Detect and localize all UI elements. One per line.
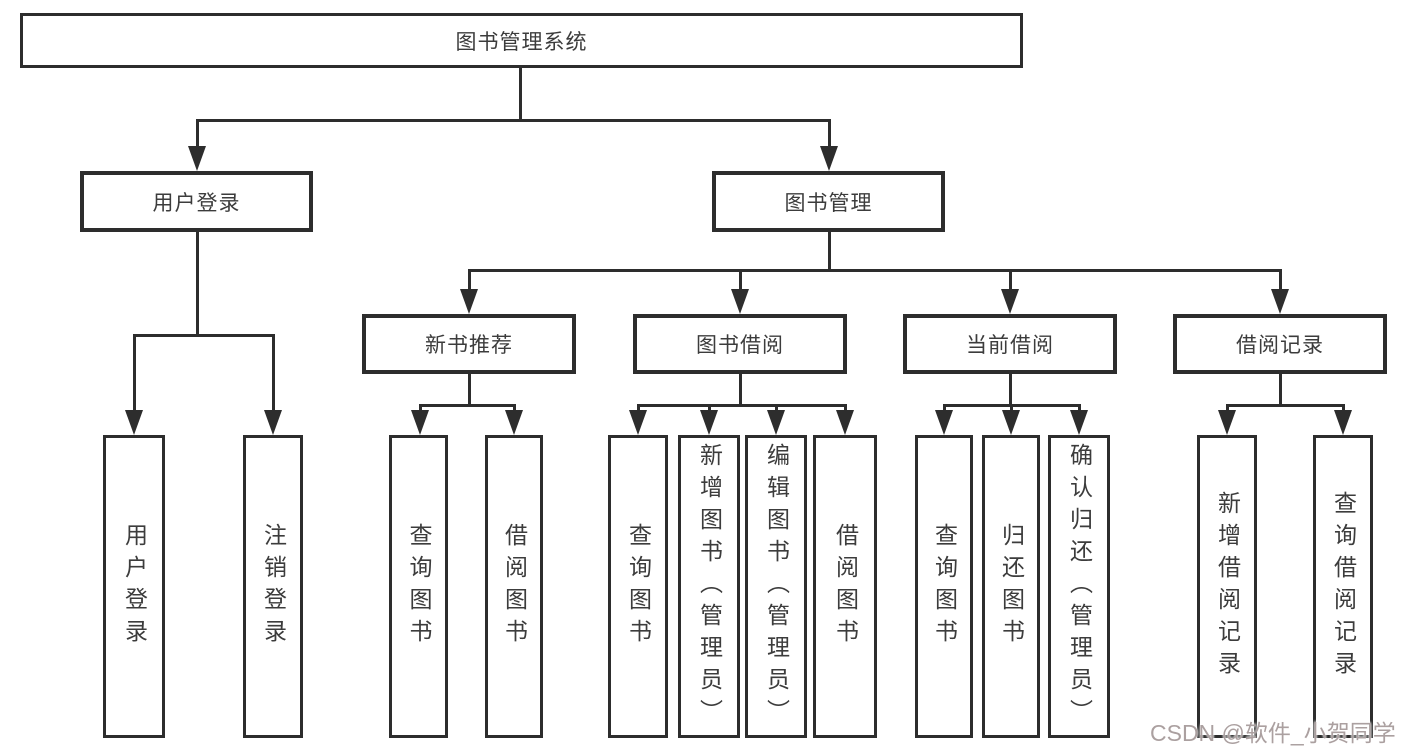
- leaf-bb-borrow-books: 借阅图书: [813, 435, 877, 738]
- connector-vline: [133, 334, 136, 414]
- leaf-cb-confirm-return-admin: 确认归还（管理员）: [1048, 435, 1110, 738]
- node-label: 图书借阅: [696, 334, 784, 357]
- node-book-management: 图书管理: [712, 171, 945, 232]
- node-label: 新增图书（管理员）: [696, 442, 723, 731]
- node-label: 图书管理: [784, 191, 873, 215]
- node-label: 查询图书: [625, 522, 652, 651]
- connector-vline: [1009, 269, 1012, 294]
- connector-hline: [1226, 404, 1345, 407]
- arrow-down-icon: [935, 410, 953, 435]
- connector-hline: [133, 334, 275, 337]
- connector-vline: [844, 404, 847, 414]
- node-label: 新书推荐: [425, 334, 513, 357]
- leaf-br-add-record: 新增借阅记录: [1197, 435, 1257, 738]
- arrow-down-icon: [1070, 410, 1088, 435]
- arrow-down-icon: [264, 410, 282, 435]
- connector-vline: [739, 269, 742, 294]
- connector-vline: [943, 404, 946, 414]
- node-book-borrow: 图书借阅: [633, 314, 847, 374]
- connector-vline: [1279, 269, 1282, 294]
- node-label: 确认归还（管理员）: [1066, 442, 1093, 731]
- connector-vline: [513, 404, 516, 414]
- leaf-bb-edit-books-admin: 编辑图书（管理员）: [745, 435, 807, 738]
- connector-vline: [775, 404, 778, 414]
- node-label: 借阅图书: [832, 522, 859, 651]
- connector-vline: [468, 269, 471, 294]
- node-label: 当前借阅: [966, 334, 1054, 357]
- node-label: 新增借阅记录: [1214, 490, 1241, 683]
- arrow-down-icon: [188, 146, 206, 171]
- leaf-nbr-borrow-books: 借阅图书: [485, 435, 543, 738]
- leaf-br-query-record: 查询借阅记录: [1313, 435, 1373, 738]
- arrow-down-icon: [1271, 289, 1289, 314]
- connector-vline: [1010, 404, 1013, 414]
- node-current-borrow: 当前借阅: [903, 314, 1117, 374]
- connector-vline: [739, 374, 742, 407]
- connector-vline: [196, 232, 199, 336]
- node-label: 查询图书: [931, 522, 958, 651]
- leaf-bb-add-books-admin: 新增图书（管理员）: [678, 435, 740, 738]
- leaf-logout: 注销登录: [243, 435, 303, 738]
- connector-vline: [1226, 404, 1229, 414]
- node-label: 查询图书: [406, 522, 432, 651]
- arrow-down-icon: [1218, 410, 1236, 435]
- arrow-down-icon: [125, 410, 143, 435]
- node-label: 注销登录: [260, 522, 287, 651]
- leaf-bb-query-books: 查询图书: [608, 435, 668, 738]
- arrow-down-icon: [1002, 410, 1020, 435]
- leaf-user-login: 用户登录: [103, 435, 165, 738]
- watermark: CSDN @软件_小贺同学: [1150, 720, 1396, 746]
- arrow-down-icon: [629, 410, 647, 435]
- connector-vline: [1078, 404, 1081, 414]
- connector-vline: [468, 374, 471, 407]
- node-new-book-recommend: 新书推荐: [362, 314, 576, 374]
- node-borrow-records: 借阅记录: [1173, 314, 1387, 374]
- node-label: 图书管理系统: [455, 30, 588, 54]
- node-user-login: 用户登录: [80, 171, 313, 232]
- node-label: 归还图书: [998, 522, 1025, 651]
- arrow-down-icon: [820, 146, 838, 171]
- connector-vline: [1279, 374, 1282, 407]
- connector-vline: [1009, 374, 1012, 407]
- node-root: 图书管理系统: [20, 13, 1023, 68]
- node-label: 查询借阅记录: [1330, 490, 1357, 683]
- connector-vline: [708, 404, 711, 414]
- arrow-down-icon: [1334, 410, 1352, 435]
- arrow-down-icon: [1001, 289, 1019, 314]
- arrow-down-icon: [731, 289, 749, 314]
- node-label: 用户登录: [121, 522, 148, 651]
- connector-vline: [519, 68, 522, 122]
- connector-vline: [637, 404, 640, 414]
- connector-hline: [468, 269, 1282, 272]
- connector-vline: [196, 119, 199, 154]
- arrow-down-icon: [411, 410, 429, 435]
- arrow-down-icon: [700, 410, 718, 435]
- connector-hline: [637, 404, 847, 407]
- node-label: 借阅图书: [501, 522, 528, 651]
- node-label: 借阅记录: [1236, 334, 1324, 357]
- arrow-down-icon: [505, 410, 523, 435]
- node-label: 用户登录: [152, 191, 241, 215]
- connector-hline: [196, 119, 831, 122]
- leaf-cb-return-books: 归还图书: [982, 435, 1040, 738]
- connector-vline: [828, 232, 831, 272]
- arrow-down-icon: [836, 410, 854, 435]
- connector-vline: [828, 119, 831, 154]
- arrow-down-icon: [460, 289, 478, 314]
- leaf-cb-query-books: 查询图书: [915, 435, 973, 738]
- connector-vline: [419, 404, 422, 414]
- connector-vline: [1342, 404, 1345, 414]
- connector-vline: [272, 334, 275, 414]
- connector-hline: [419, 404, 516, 407]
- arrow-down-icon: [767, 410, 785, 435]
- leaf-nbr-query-books: 查询图书: [389, 435, 448, 738]
- node-label: 编辑图书（管理员）: [763, 442, 790, 731]
